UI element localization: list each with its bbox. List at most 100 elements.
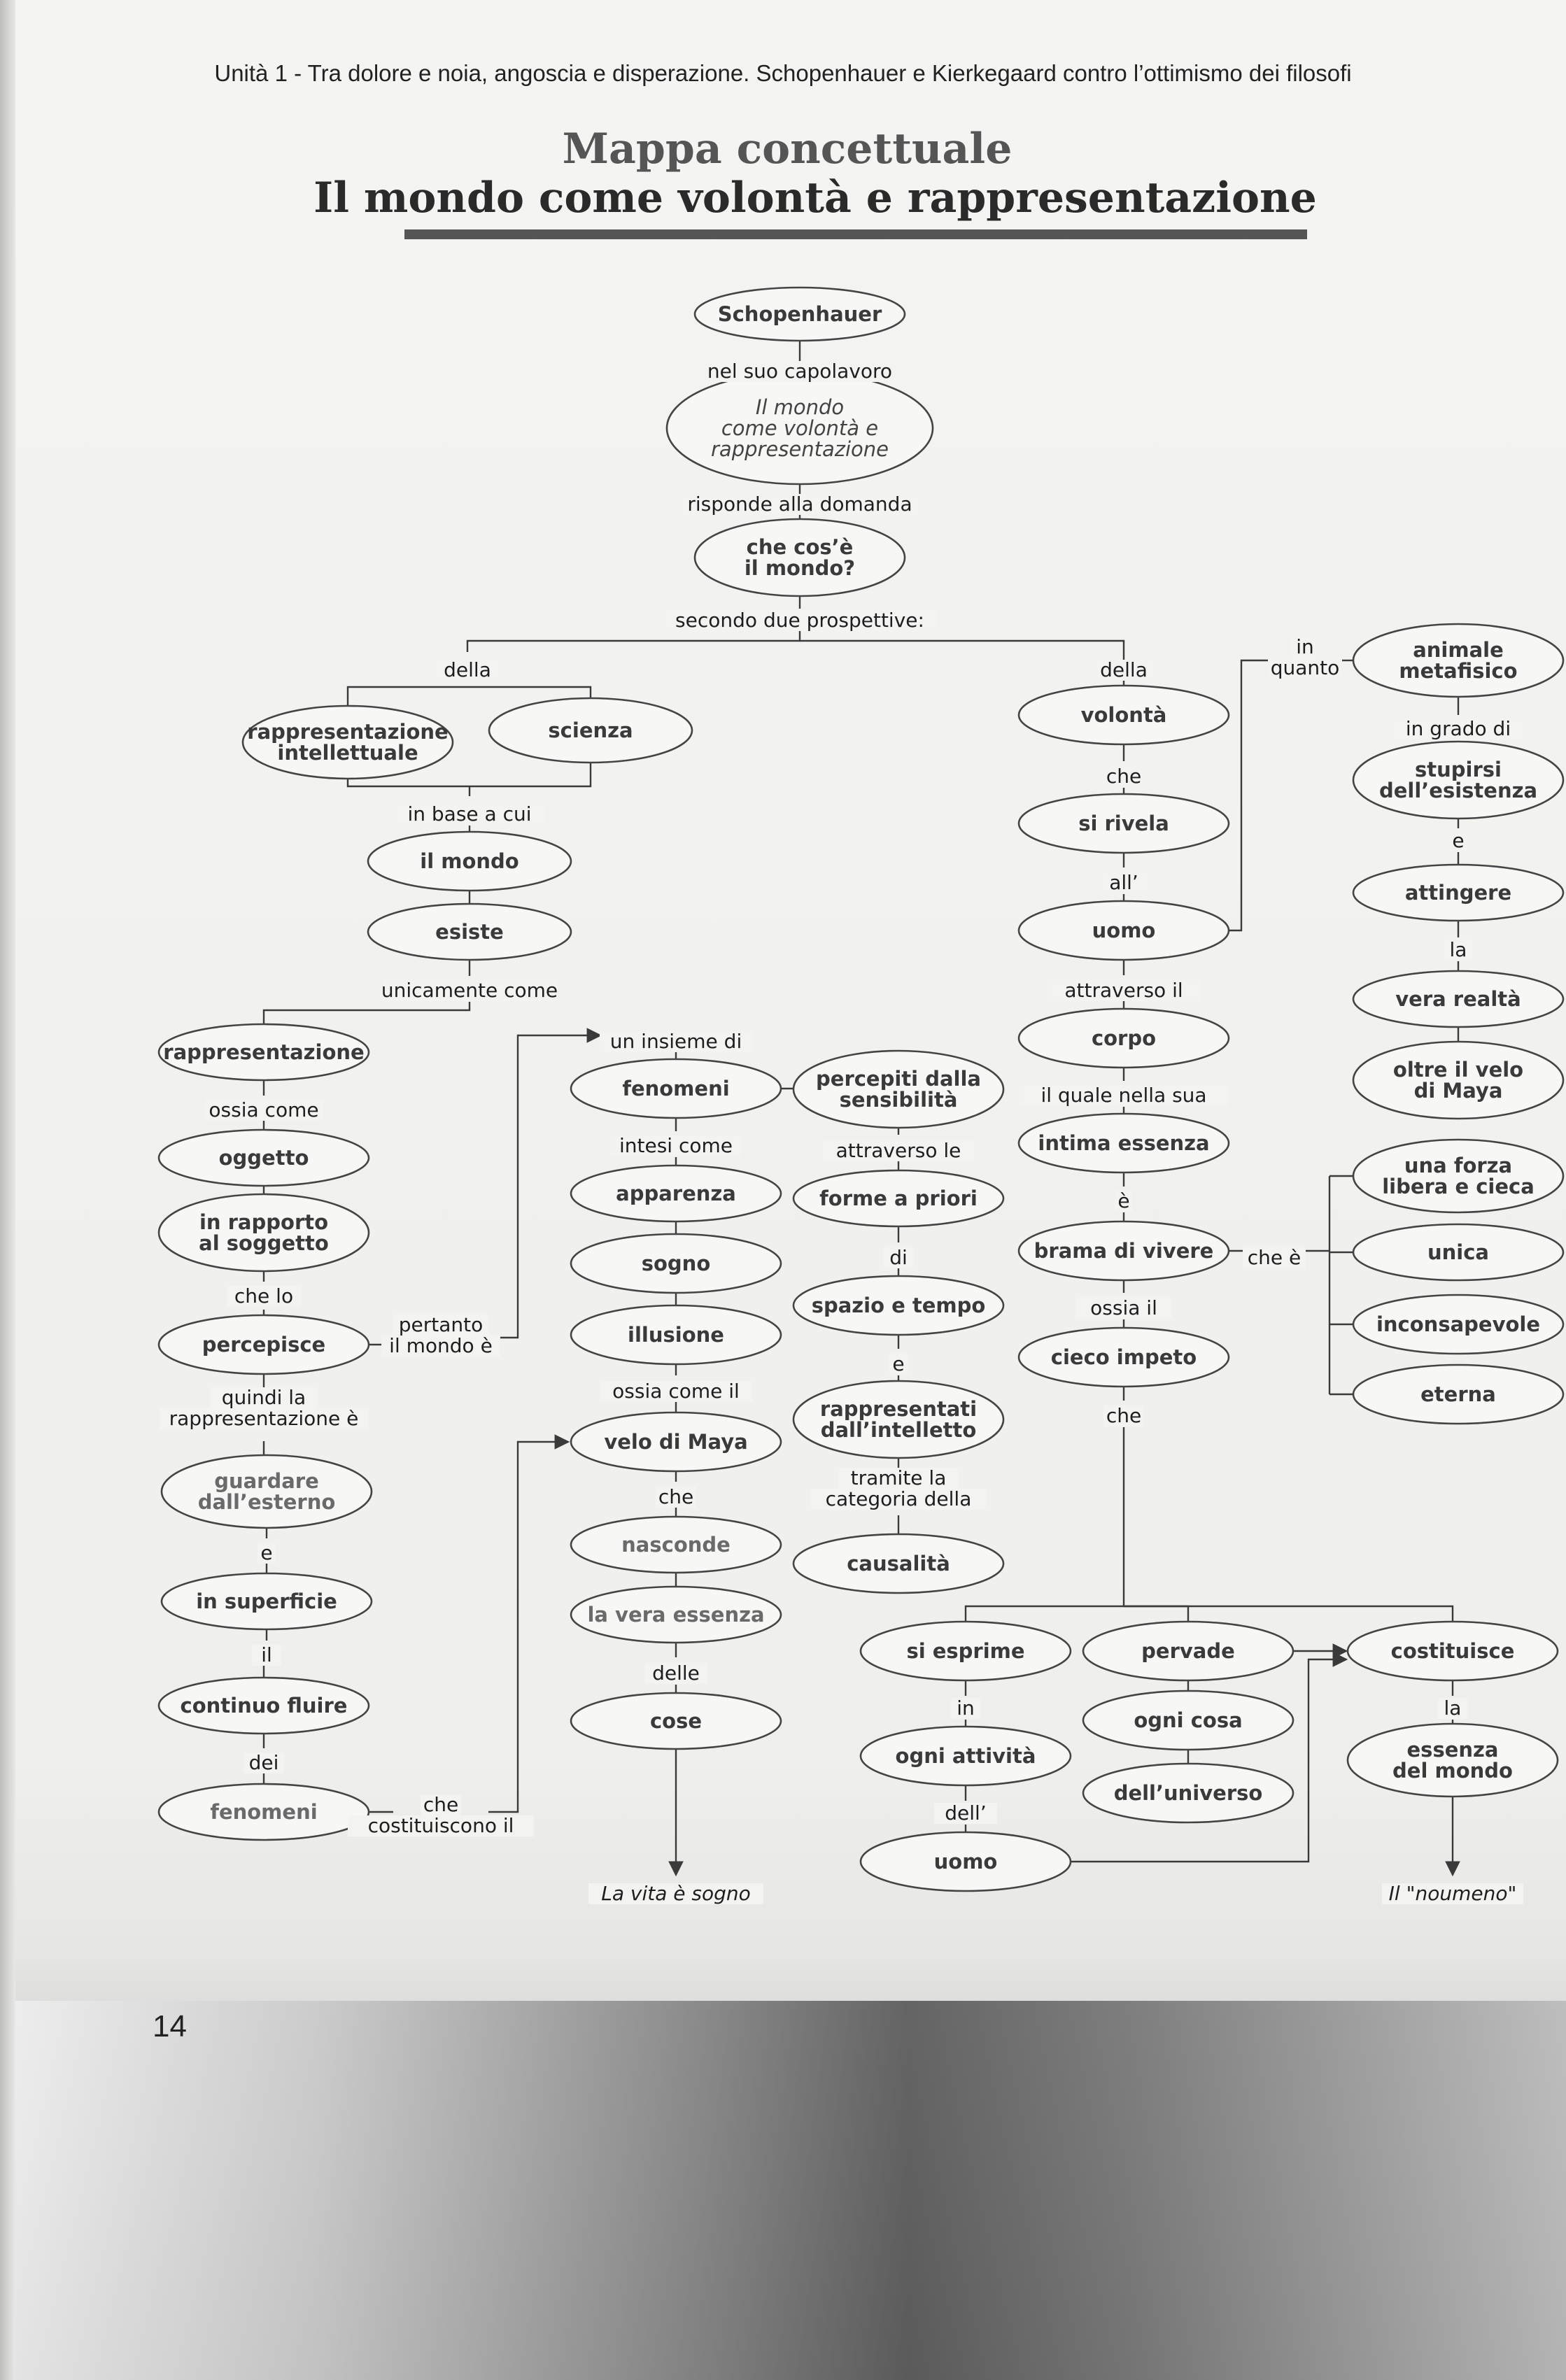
link-label: attraverso le	[836, 1139, 961, 1162]
label-backdrop	[1268, 658, 1342, 679]
connector-line	[262, 1002, 471, 1024]
node-label: continuo fluire	[181, 1694, 348, 1717]
node-label: sensibilità	[840, 1088, 958, 1112]
node-ellipse	[570, 1058, 782, 1119]
label-backdrop	[644, 1663, 707, 1684]
node-ellipse	[693, 286, 906, 342]
label-backdrop	[348, 1815, 534, 1836]
concept-node-n39: vera realtà	[1352, 970, 1565, 1028]
label-backdrop	[393, 804, 546, 825]
node-ellipse	[1017, 684, 1230, 746]
concept-node-n33: intima essenza	[1017, 1112, 1230, 1174]
concept-node-n6: il mondo	[367, 830, 572, 892]
label-backdrop	[252, 1645, 281, 1666]
node-label: oltre il velo	[1393, 1058, 1523, 1082]
node-ellipse	[792, 1380, 1005, 1459]
connector-line	[466, 627, 801, 652]
concept-node-n26: spazio e tempo	[792, 1275, 1005, 1336]
concept-node-n25: forme a priori	[792, 1169, 1005, 1228]
concept-node-n20: velo di Maya	[570, 1411, 782, 1473]
page-number: 14	[153, 2009, 187, 2043]
connector-line	[1071, 1652, 1348, 1863]
label-backdrop	[382, 980, 557, 1001]
node-ellipse	[859, 1725, 1072, 1787]
link-label: della	[1100, 658, 1148, 681]
label-backdrop	[1103, 1405, 1144, 1426]
title-rule	[404, 229, 1307, 239]
node-label: rappresentazione	[163, 1040, 364, 1064]
link-label: è	[1117, 1189, 1129, 1212]
link-label: la	[1444, 1697, 1462, 1720]
link-label: secondo due prospettive:	[675, 609, 924, 632]
concept-node-n1: Schopenhauer	[693, 286, 906, 342]
link-label: che	[658, 1485, 693, 1508]
node-ellipse	[1352, 863, 1565, 922]
link-label: il	[261, 1643, 272, 1666]
node-ellipse	[1017, 1112, 1230, 1174]
node-label: costituisce	[1391, 1639, 1515, 1663]
concept-node-n49: ogni cosa	[1082, 1690, 1295, 1751]
node-label: percepiti dalla	[816, 1067, 981, 1091]
link-label: tramite la	[851, 1466, 947, 1489]
node-ellipse	[157, 1128, 370, 1187]
node-ellipse	[693, 518, 906, 597]
node-label: velo di Maya	[604, 1430, 747, 1454]
node-label: in superficie	[196, 1589, 337, 1613]
label-backdrop	[696, 361, 904, 382]
node-label: intima essenza	[1038, 1131, 1209, 1155]
link-label: il quale nella sua	[1041, 1084, 1206, 1107]
link-label: ossia il	[1090, 1296, 1157, 1319]
node-ellipse	[157, 1023, 370, 1082]
node-label: percepisce	[202, 1333, 325, 1357]
label-backdrop	[839, 1468, 958, 1489]
concept-node-n3: che cos’èil mondo?	[693, 518, 906, 597]
node-label: pervade	[1141, 1639, 1235, 1663]
node-label: oggetto	[219, 1146, 309, 1170]
label-backdrop	[1243, 1247, 1306, 1268]
link-label: che	[1106, 1404, 1141, 1427]
label-backdrop	[934, 1803, 997, 1824]
node-label: vera realtà	[1395, 987, 1521, 1011]
node-label: uomo	[934, 1850, 998, 1873]
node-ellipse	[1082, 1690, 1295, 1751]
connector-line	[488, 1434, 570, 1813]
label-backdrop	[1075, 1298, 1172, 1319]
concept-node-n29: volontà	[1017, 684, 1230, 746]
concept-node-n14: continuo fluire	[157, 1676, 370, 1735]
concept-node-n47: uomo	[859, 1831, 1072, 1892]
node-ellipse	[157, 1783, 370, 1841]
map-title: Mappa concettuale	[562, 125, 1013, 173]
concept-node-n30: si rivela	[1017, 793, 1230, 854]
node-ellipse	[1352, 1363, 1565, 1425]
concept-node-n32: corpo	[1017, 1007, 1230, 1069]
binding-edge	[0, 0, 15, 2380]
label-backdrop	[258, 1543, 276, 1564]
node-ellipse	[570, 1164, 782, 1223]
link-label: attraverso il	[1064, 979, 1183, 1002]
node-ellipse	[792, 1169, 1005, 1228]
concept-node-n19: illusione	[570, 1304, 782, 1366]
node-label: forme a priori	[819, 1187, 978, 1210]
node-ellipse	[1017, 1220, 1230, 1282]
concept-node-n13: in superficie	[160, 1572, 373, 1631]
node-ellipse	[1352, 623, 1565, 698]
link-label: in grado di	[1406, 717, 1511, 740]
connector-line	[1124, 1605, 1454, 1622]
concept-node-n18: sogno	[570, 1233, 782, 1294]
node-ellipse	[1346, 1620, 1559, 1682]
concept-node-n48: pervade	[1082, 1620, 1295, 1682]
link-label: risponde alla domanda	[687, 493, 912, 516]
node-ellipse	[1017, 793, 1230, 854]
node-label: uomo	[1092, 919, 1156, 942]
link-label: della	[444, 658, 491, 681]
node-label: il mondo?	[745, 556, 855, 580]
node-label: che cos’è	[747, 535, 854, 559]
node-label: rappresentazione	[247, 720, 448, 744]
node-label: apparenza	[616, 1182, 736, 1205]
node-label: Schopenhauer	[718, 302, 882, 326]
node-ellipse	[570, 1585, 782, 1644]
node-ellipse	[1352, 1223, 1565, 1282]
